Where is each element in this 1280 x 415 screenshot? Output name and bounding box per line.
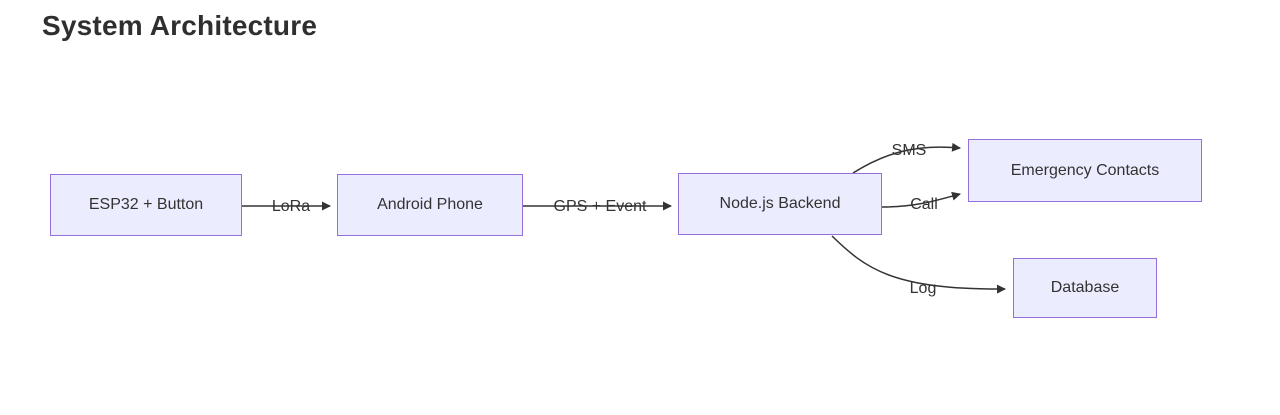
node-database: Database xyxy=(1013,258,1157,318)
node-android-phone: Android Phone xyxy=(337,174,523,236)
node-emergency-contacts-label: Emergency Contacts xyxy=(1010,161,1160,179)
node-nodejs-backend: Node.js Backend xyxy=(678,173,882,235)
node-esp32-button: ESP32 + Button xyxy=(50,174,242,236)
node-esp32-button-label: ESP32 + Button xyxy=(88,196,204,213)
diagram-title: System Architecture xyxy=(42,10,318,41)
edge-label-gps-event: GPS + Event xyxy=(553,198,647,215)
node-android-phone-label: Android Phone xyxy=(377,196,483,213)
node-emergency-contacts: Emergency Contacts xyxy=(968,139,1202,202)
edge-backend-contacts-sms-arrow xyxy=(852,142,961,174)
edge-backend-contacts-call-arrow xyxy=(881,191,961,208)
edge-label-log: Log xyxy=(909,280,937,297)
edge-label-lora: LoRa xyxy=(271,198,311,215)
edge-label-call: Call xyxy=(910,196,938,213)
edge-label-sms: SMS xyxy=(891,142,927,159)
node-nodejs-backend-label: Node.js Backend xyxy=(719,195,841,212)
edge-backend-database-log-arrow xyxy=(831,235,1006,294)
node-database-label: Database xyxy=(1050,279,1120,296)
